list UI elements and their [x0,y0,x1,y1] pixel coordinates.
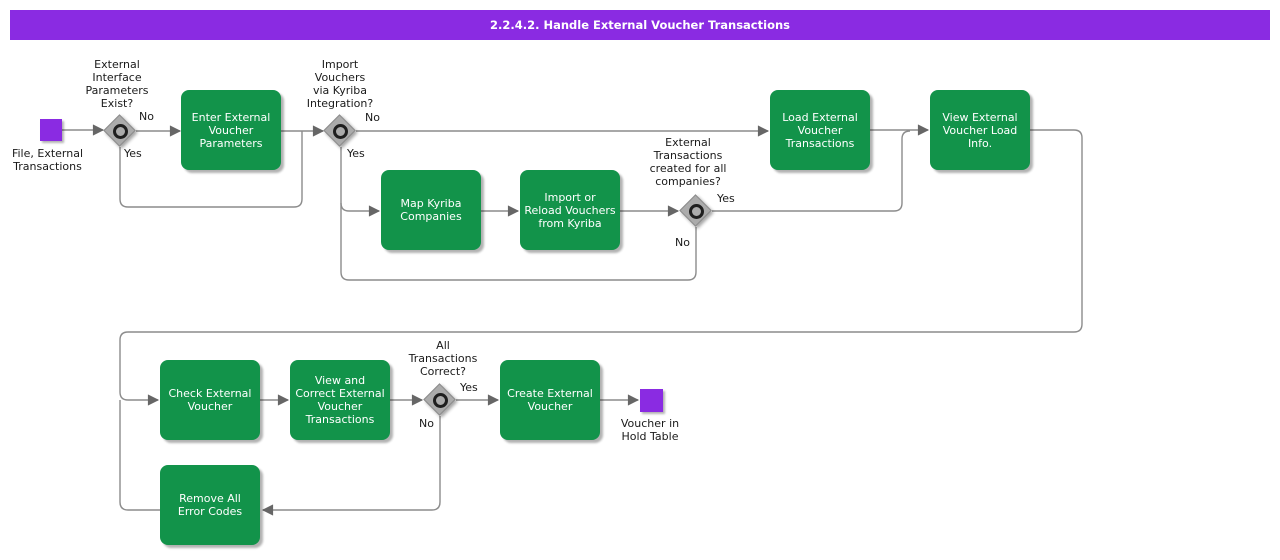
task-create-external-voucher[interactable]: Create External Voucher [500,360,600,440]
edge-gateway1-yes-bypass [119,131,303,208]
gateway-circle-icon [688,203,704,219]
task-view-and-correct-external-voucher-transactions[interactable]: View and Correct External Voucher Transa… [290,360,390,440]
gateway-external-interface-parameters-exist [103,114,136,147]
gateway2-no-label: No [365,111,380,124]
gateway-all-transactions-correct [423,383,456,416]
gateway-transactions-created-for-all-companies [679,194,712,227]
gateway1-question: External Interface Parameters Exist? [85,58,149,110]
gateway3-no-label: No [675,236,690,249]
task-load-external-voucher-transactions[interactable]: Load External Voucher Transactions [770,90,870,170]
gateway4-yes-label: Yes [460,381,478,394]
gateway-import-vouchers-via-kyriba [323,114,356,147]
task-enter-external-voucher-parameters[interactable]: Enter External Voucher Parameters [181,90,281,170]
start-event-label: File, External Transactions [11,147,84,173]
gateway2-yes-label: Yes [347,147,365,160]
edge-view-wrap-to-check [119,129,1083,406]
edge-gateway4-no-to-remove [261,416,441,516]
edge-kyriba-loop [340,147,697,281]
end-event-label: Voucher in Hold Table [620,417,680,443]
task-remove-all-error-codes[interactable]: Remove All Error Codes [160,465,260,545]
gateway4-question: All Transactions Correct? [408,339,478,378]
gateway3-yes-label: Yes [717,192,735,205]
task-import-or-reload-vouchers-from-kyriba[interactable]: Import or Reload Vouchers from Kyriba [520,170,620,250]
task-view-external-voucher-load-info[interactable]: View External Voucher Load Info. [930,90,1030,170]
gateway1-no-label: No [139,110,154,123]
start-event-square [40,119,62,141]
gateway1-yes-label: Yes [124,147,142,160]
gateway-circle-icon [432,392,448,408]
task-map-kyriba-companies[interactable]: Map Kyriba Companies [381,170,481,250]
edge-gateway3-yes-merge [712,130,911,212]
gateway4-no-label: No [419,417,434,430]
gateway-circle-icon [112,123,128,139]
gateway3-question: External Transactions created for all co… [649,136,727,188]
gateway2-question: Import Vouchers via Kyriba Integration? [306,58,374,110]
edge-gateway2-yes-to-map [340,202,381,217]
diagram-title-bar: 2.2.4.2. Handle External Voucher Transac… [10,10,1270,40]
edge-remove-to-check-merge [119,400,160,511]
task-check-external-voucher[interactable]: Check External Voucher [160,360,260,440]
gateway-circle-icon [332,123,348,139]
end-event-square [640,389,663,412]
